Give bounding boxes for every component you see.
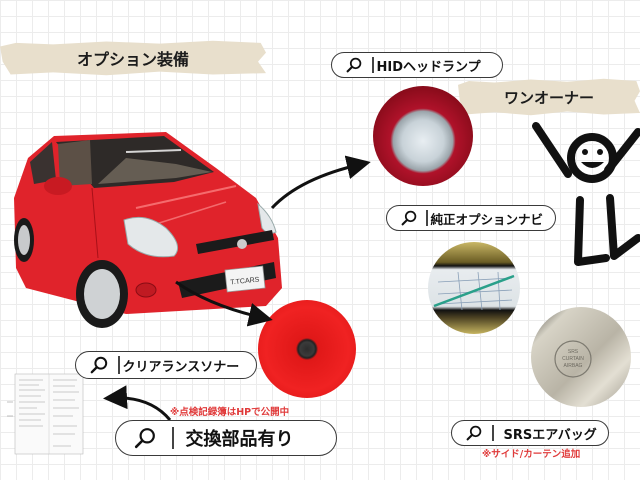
arrow-to-headlamp	[270, 155, 371, 210]
hid-headlamp-photo	[373, 86, 473, 186]
feature-label: クリアランスソナー	[122, 359, 240, 375]
pill-divider	[118, 356, 120, 374]
search-icon	[346, 57, 362, 73]
pill-divider	[492, 425, 494, 441]
navigation-photo	[428, 242, 520, 334]
options-title: オプション装備	[76, 50, 189, 69]
airbag-emblem-line-3: AIRBAG	[564, 363, 583, 369]
feature-srs-airbag: SRSエアバッグ	[451, 420, 609, 446]
feature-label: SRSエアバッグ	[503, 427, 597, 443]
arrow-to-document	[103, 385, 172, 421]
airbag-photo: SRS CURTAIN AIRBAG	[531, 307, 631, 407]
airbag-emblem-line-1: SRS	[568, 349, 579, 355]
car-photo: T.TCARS	[14, 132, 282, 328]
pill-divider	[372, 57, 374, 73]
feature-label: 純正オプションナビ	[430, 211, 544, 227]
search-icon	[90, 356, 108, 374]
clearance-sonar-photo	[258, 300, 356, 398]
inspection-record-document	[7, 373, 84, 455]
feature-hid-headlamp: HIDヘッドランプ	[331, 52, 503, 78]
one-owner-title: ワンオーナー	[503, 88, 594, 107]
feature-label: 交換部品有り	[185, 429, 294, 450]
pill-divider	[172, 427, 174, 449]
airbag-detail-note: ※サイド/カーテン追加	[482, 449, 581, 460]
feature-replaced-parts: 交換部品有り	[115, 420, 337, 456]
search-icon	[134, 427, 156, 449]
stick-figure-icon	[532, 122, 640, 266]
feature-clearance-sonar: クリアランスソナー	[75, 351, 257, 379]
options-banner: オプション装備	[0, 40, 266, 76]
feature-genuine-navi: 純正オプションナビ	[386, 205, 556, 231]
search-icon	[401, 210, 417, 226]
search-icon	[466, 425, 482, 441]
feature-label: HIDヘッドランプ	[376, 59, 481, 75]
airbag-emblem-line-2: CURTAIN	[562, 356, 584, 362]
pill-divider	[426, 210, 428, 226]
one-owner-banner: ワンオーナー	[458, 78, 640, 116]
inspection-record-note: ※点検記録簿はHPで公開中	[170, 407, 290, 418]
